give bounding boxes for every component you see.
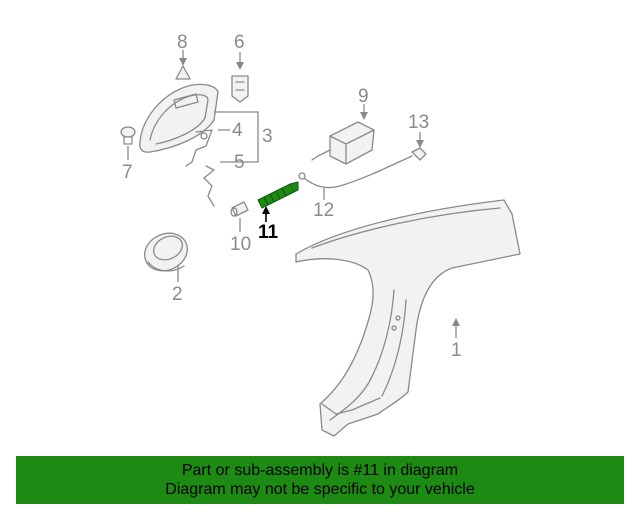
callout-8[interactable]: 8 — [177, 32, 188, 53]
callout-7[interactable]: 7 — [122, 162, 133, 183]
callout-10[interactable]: 10 — [230, 234, 251, 255]
part-8-clip[interactable] — [175, 65, 191, 80]
callout-1[interactable]: 1 — [451, 340, 462, 361]
part-1-quarter-panel[interactable] — [295, 199, 521, 437]
banner-line-part-info: Part or sub-assembly is #11 in diagram — [181, 462, 459, 479]
part-4-lever[interactable] — [185, 129, 213, 167]
arrow-11 — [262, 206, 270, 214]
leader-3-4-5 — [214, 111, 259, 163]
part-3-fuel-door-assembly[interactable] — [139, 83, 219, 153]
part-11-highlighted[interactable] — [257, 181, 299, 209]
callout-2[interactable]: 2 — [172, 284, 183, 305]
part-6-hinge[interactable] — [231, 75, 249, 103]
part-12-release-cable[interactable] — [298, 155, 413, 189]
arrow-6 — [236, 62, 244, 70]
callout-13[interactable]: 13 — [408, 112, 429, 133]
exploded-parts-diagram: 8 6 4 3 5 7 — [120, 32, 521, 437]
part-10-bushing[interactable] — [230, 201, 249, 217]
callout-4[interactable]: 4 — [232, 120, 243, 141]
callout-3[interactable]: 3 — [262, 126, 273, 147]
callout-9[interactable]: 9 — [358, 86, 369, 107]
part-13-bracket[interactable] — [411, 147, 427, 161]
callout-12[interactable]: 12 — [313, 200, 334, 221]
arrow-8 — [179, 58, 187, 66]
banner-line-disclaimer: Diagram may not be specific to your vehi… — [165, 481, 475, 498]
callout-11[interactable]: 11 — [258, 222, 279, 243]
info-banner: Part or sub-assembly is #11 in diagram D… — [16, 456, 624, 504]
part-5-spring[interactable] — [203, 165, 215, 207]
arrow-1 — [452, 318, 460, 326]
arrow-9 — [360, 112, 368, 120]
arrow-13 — [416, 140, 424, 148]
callout-6[interactable]: 6 — [234, 32, 245, 53]
part-9-actuator[interactable] — [311, 121, 375, 165]
part-7-grommet[interactable] — [120, 126, 136, 145]
callout-5[interactable]: 5 — [234, 152, 245, 173]
part-2-fuel-cap[interactable] — [138, 226, 193, 277]
